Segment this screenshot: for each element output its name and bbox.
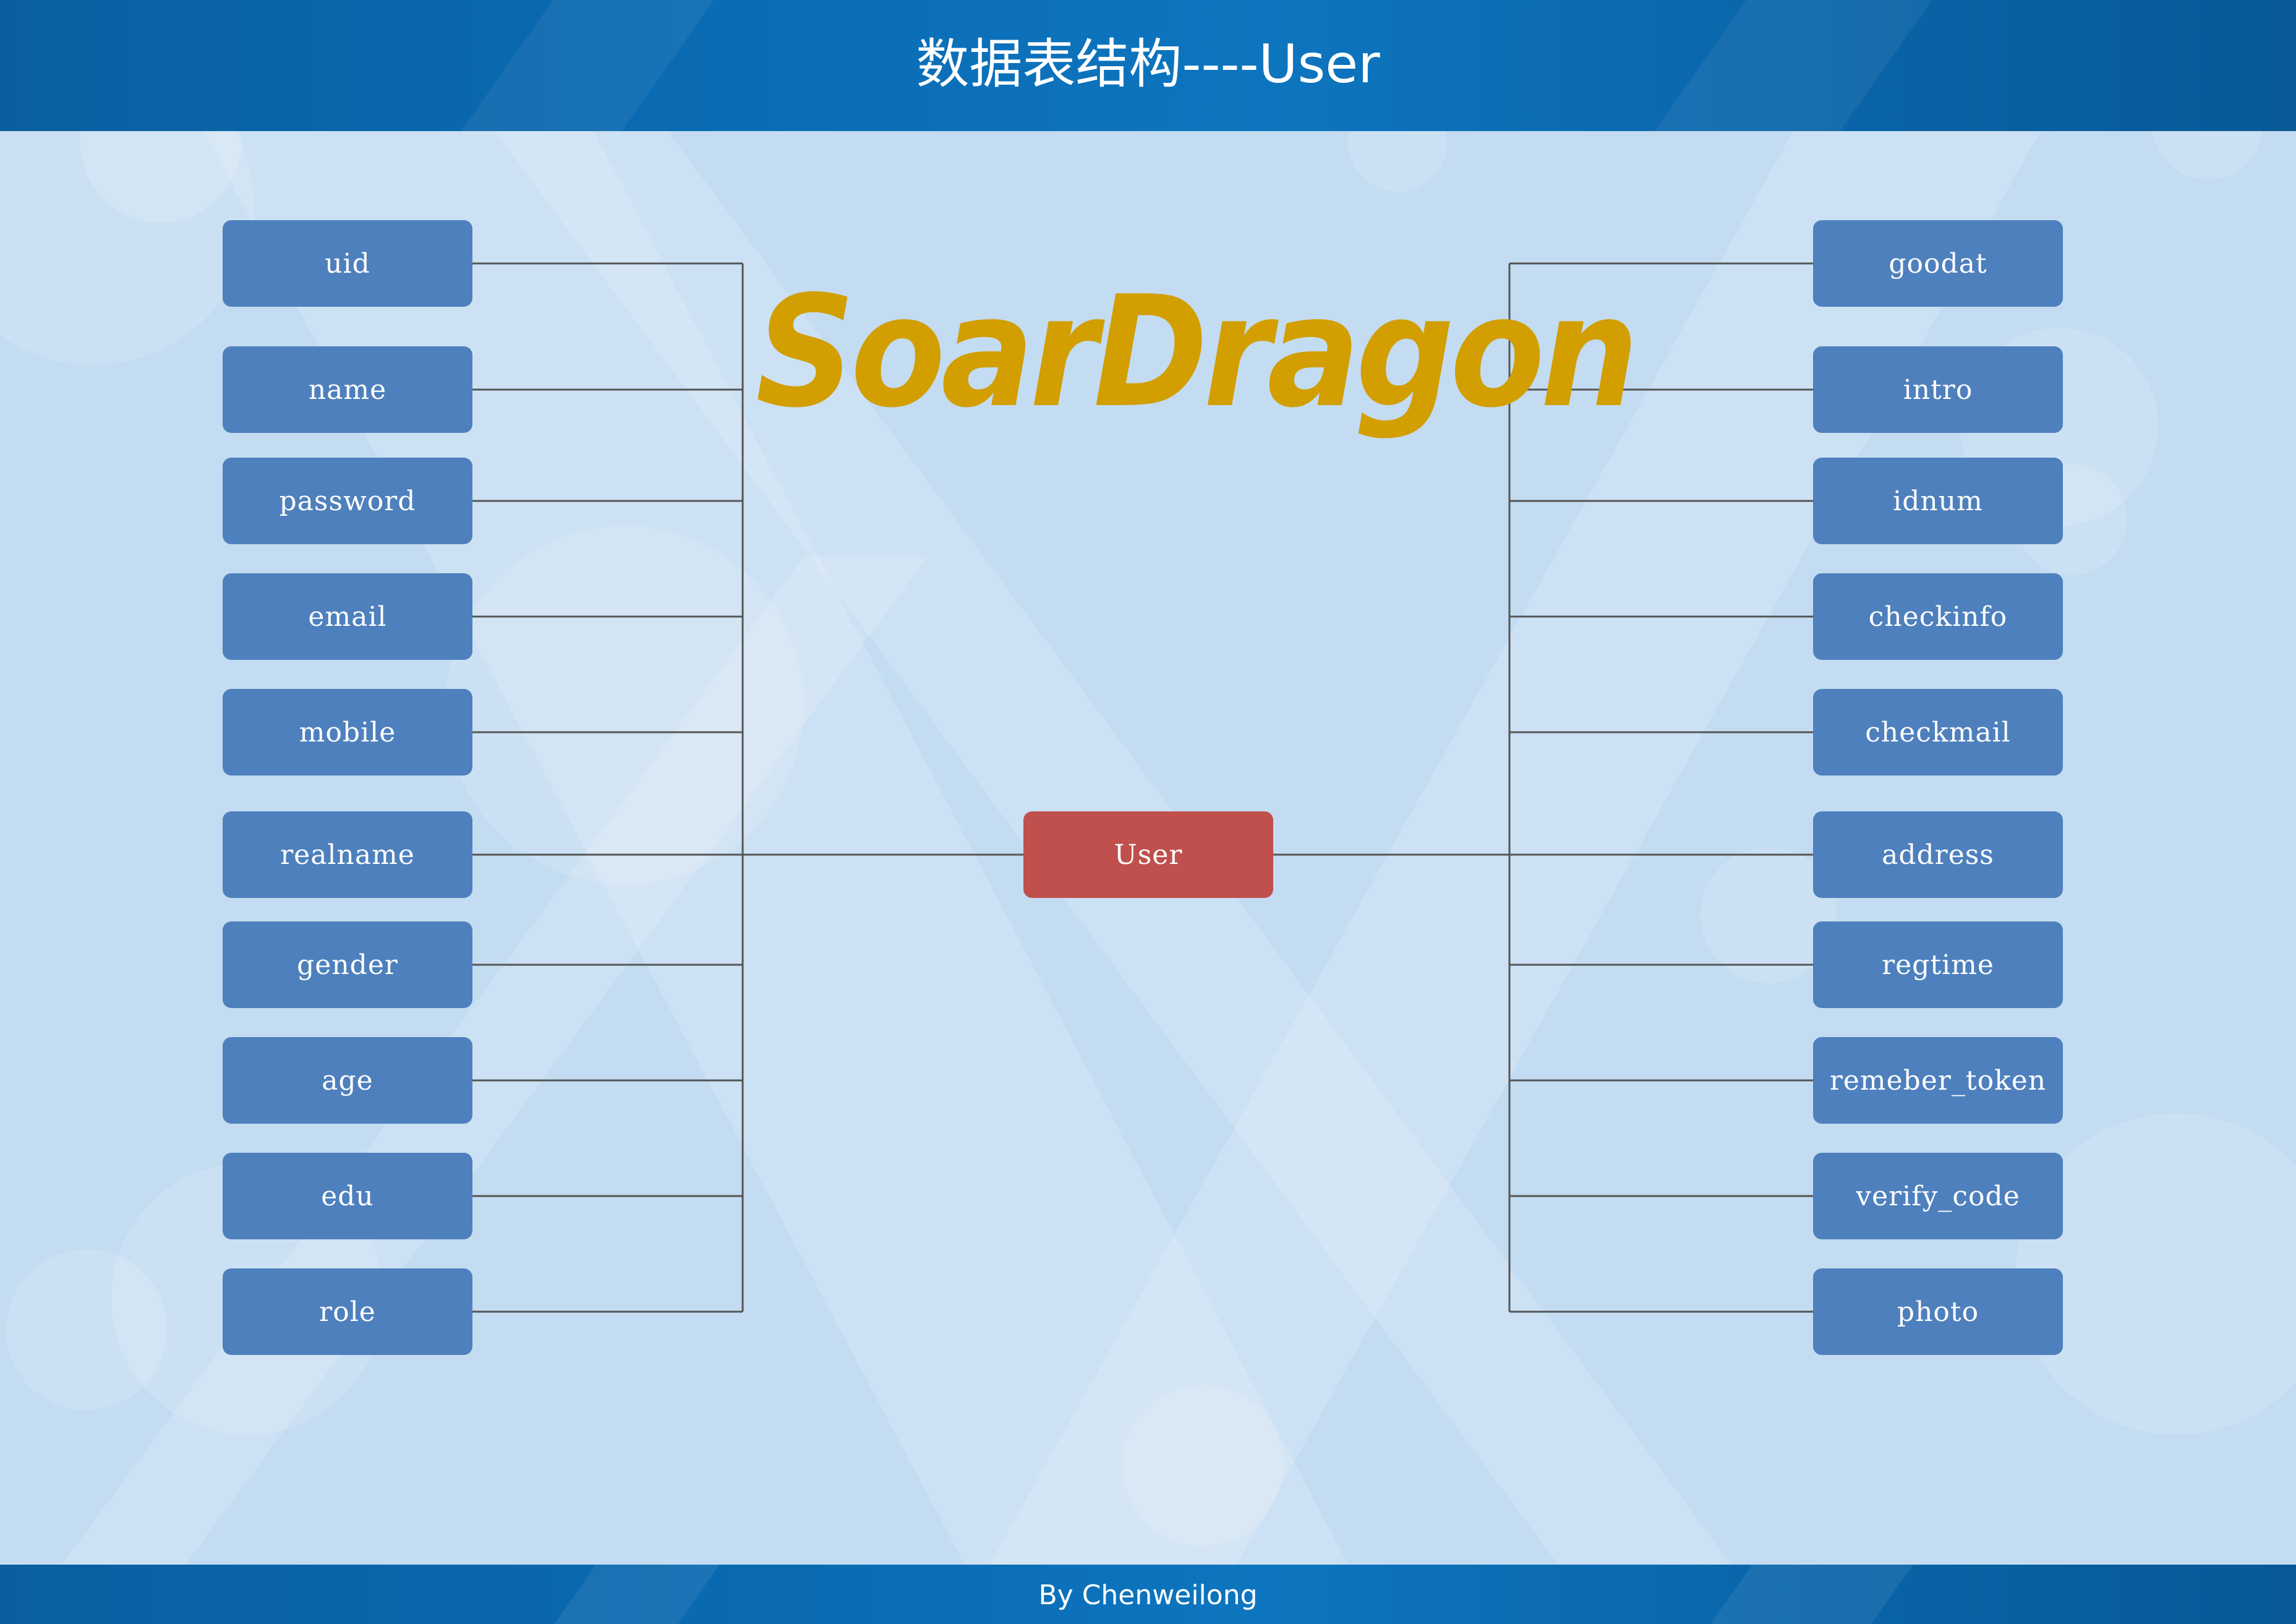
- field-node-verify-code[interactable]: verify_code: [1813, 1153, 2063, 1239]
- field-node-checkmail[interactable]: checkmail: [1813, 689, 2063, 776]
- author-credit: By Chenweilong: [1038, 1579, 1258, 1611]
- field-node-realname[interactable]: realname: [223, 811, 472, 898]
- field-node-photo[interactable]: photo: [1813, 1268, 2063, 1355]
- field-node-intro[interactable]: intro: [1813, 346, 2063, 433]
- field-node-uid[interactable]: uid: [223, 220, 472, 307]
- field-node-mobile[interactable]: mobile: [223, 689, 472, 776]
- field-node-checkinfo[interactable]: checkinfo: [1813, 573, 2063, 660]
- field-node-role[interactable]: role: [223, 1268, 472, 1355]
- footer-bar: By Chenweilong: [0, 1565, 2296, 1624]
- page-title: 数据表结构----User: [916, 33, 1380, 95]
- field-node-regtime[interactable]: regtime: [1813, 921, 2063, 1008]
- soardragon-logo: SoarDragon: [756, 263, 1639, 442]
- field-node-name[interactable]: name: [223, 346, 472, 433]
- field-node-email[interactable]: email: [223, 573, 472, 660]
- user-table-node[interactable]: User: [1023, 811, 1273, 898]
- field-node-goodat[interactable]: goodat: [1813, 220, 2063, 307]
- field-node-remeber-token[interactable]: remeber_token: [1813, 1037, 2063, 1124]
- field-node-edu[interactable]: edu: [223, 1153, 472, 1239]
- field-node-address[interactable]: address: [1813, 811, 2063, 898]
- header-bar: 数据表结构----User: [0, 0, 2296, 131]
- field-node-gender[interactable]: gender: [223, 921, 472, 1008]
- field-node-age[interactable]: age: [223, 1037, 472, 1124]
- field-node-idnum[interactable]: idnum: [1813, 458, 2063, 544]
- field-node-password[interactable]: password: [223, 458, 472, 544]
